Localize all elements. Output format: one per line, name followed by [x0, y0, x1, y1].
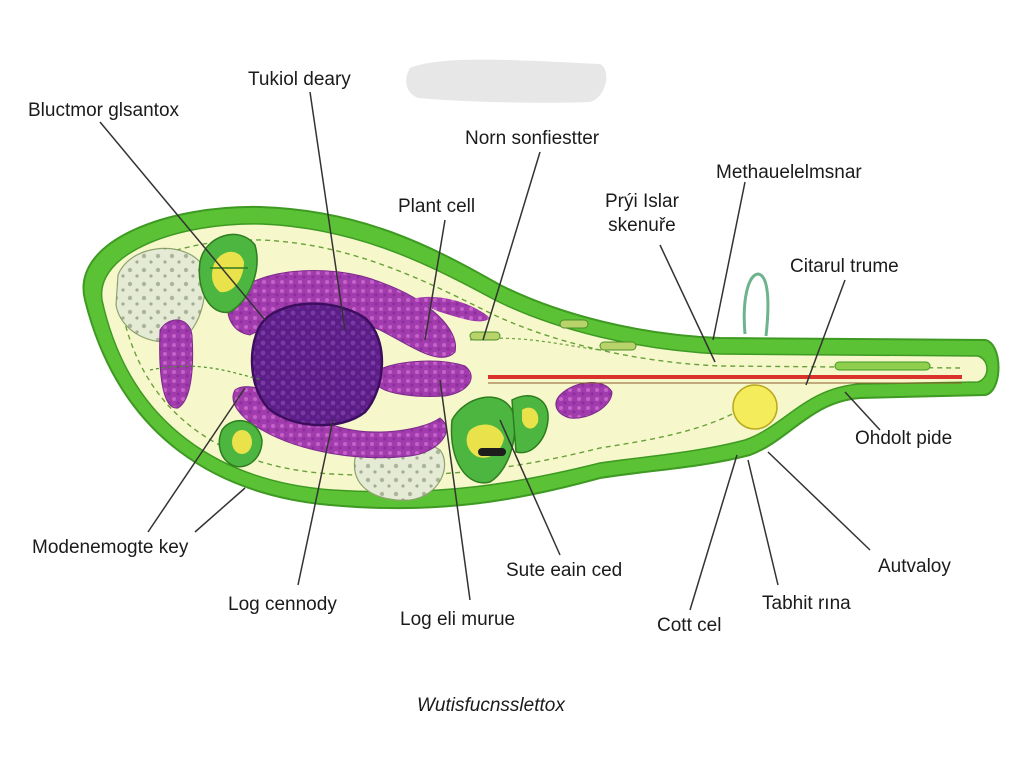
label-log-cennody: Log cennody: [228, 594, 337, 615]
label-autvaloy: Autvaloy: [878, 556, 951, 577]
organelle-small-2: [599, 341, 637, 351]
label-methaueimsnar: Methauelelmsnar: [716, 162, 862, 183]
chloroplast-bottom-left: [218, 420, 263, 468]
label-prfi-islar-skenure: Prýi Islar skenuře: [605, 191, 679, 236]
nucleus: [250, 302, 384, 427]
diagram-caption: Wutisfucnsslettox: [417, 695, 565, 716]
organelle-small-4: [834, 361, 931, 371]
label-bluctmor-glsantox: Bluctmor glsantox: [28, 100, 180, 121]
label-log-eli-murue: Log eli murue: [400, 609, 516, 630]
title-smudge: [406, 59, 607, 103]
label-plant-cell: Plant cell: [398, 196, 476, 217]
leader-lines: [99, 91, 881, 611]
yellow-organelle: [732, 384, 778, 430]
vacuole-left-dots: [116, 248, 205, 342]
label-ohdolt-pide: Ohdolt pide: [855, 428, 953, 449]
label-sute-eain-ced: Sute eain ced: [506, 560, 623, 581]
label-modenemogte-key: Modenemogte key: [32, 537, 189, 558]
stalk: [742, 272, 770, 337]
chloroplast-cluster: [450, 395, 549, 484]
chloroplast-top: [198, 233, 258, 314]
purple-strand: [410, 296, 490, 322]
purple-body-right: [377, 360, 472, 397]
filament-2: [149, 365, 263, 381]
filament-1: [469, 337, 601, 351]
label-tukiol-deary: Tukiol deary: [248, 69, 351, 90]
label-citarul-trume: Citarul trume: [790, 256, 899, 277]
organelle-small-1: [559, 319, 589, 329]
label-norn-sonfiestter: Norn sonfiestter: [465, 128, 600, 149]
label-tabhit-rina: Tabhit rına: [762, 593, 851, 614]
label-cott-cel: Cott cel: [657, 615, 722, 636]
purple-body-small: [159, 319, 194, 409]
